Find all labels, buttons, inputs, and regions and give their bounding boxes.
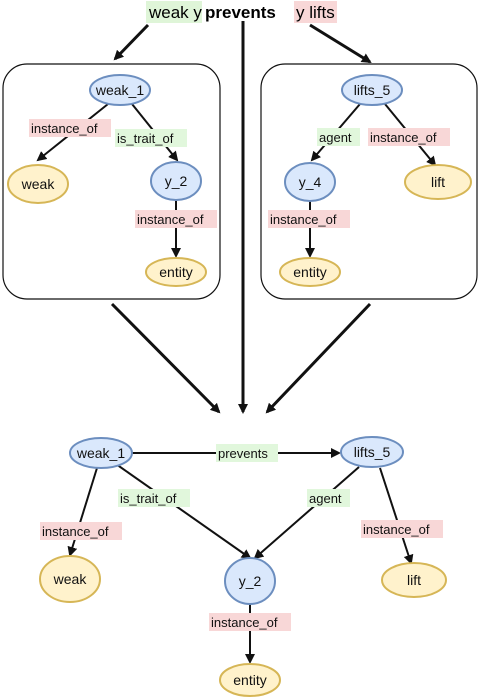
edge-label-bg: [268, 210, 350, 228]
edge-label-bg: [118, 489, 190, 507]
arrow-title-to-right-graph: [309, 23, 372, 64]
node-right-entity: [279, 257, 341, 287]
node-merged-weak1: [69, 437, 133, 469]
node-label: lift: [431, 174, 445, 190]
node-label: y_4: [299, 174, 322, 190]
edge-label-instance-of: instance_of: [137, 212, 204, 227]
title-green-highlight: [146, 1, 202, 23]
edge-label-is-trait-of: is_trait_of: [120, 491, 177, 506]
edge-label-bg: [307, 489, 350, 507]
edge-label-instance-of: instance_of: [42, 524, 109, 539]
node-right-lifts5: [341, 74, 403, 106]
node-label: lift: [407, 572, 421, 588]
node-label: entity: [159, 264, 192, 280]
edge-label-bg: [29, 119, 111, 137]
node-label: lifts_5: [354, 444, 391, 460]
node-left-weak1: [89, 74, 151, 106]
edge-label-bg: [368, 128, 450, 146]
right-graph-box: [260, 63, 478, 300]
node-label: y_2: [239, 573, 262, 589]
edge-label-bg: [135, 210, 217, 228]
title-part-y-lifts: y lifts: [296, 3, 335, 22]
node-merged-lift: [381, 562, 447, 598]
edge-label-instance-of: instance_of: [363, 522, 430, 537]
node-merged-entity: [219, 663, 281, 697]
edge-label-agent: agent: [319, 130, 352, 145]
edge-label-is-trait-of: is_trait_of: [117, 131, 174, 146]
node-label: lifts_5: [354, 82, 391, 98]
edge-label-bg: [317, 128, 360, 146]
node-right-y4: [284, 162, 336, 202]
edge-label-instance-of: instance_of: [370, 130, 437, 145]
node-merged-lifts5: [340, 436, 404, 468]
edge-label-bg: [40, 522, 122, 540]
edge-merged-weak1-to-weak: [67, 467, 98, 557]
edge-label-agent: agent: [309, 491, 342, 506]
edge-label-bg: [361, 520, 443, 538]
edge-label-bg: [115, 129, 187, 147]
edge-label-instance-of: instance_of: [270, 212, 337, 227]
arrow-title-to-left-graph: [113, 23, 150, 61]
node-merged-y2: [224, 557, 276, 605]
node-merged-weak: [39, 555, 101, 603]
edge-label-instance-of: instance_of: [31, 121, 98, 136]
node-right-lift: [404, 164, 472, 200]
edge-merged-lifts5-to-lift: [379, 467, 414, 565]
arrow-right-graph-to-merged-graph: [265, 302, 372, 414]
node-label: entity: [293, 264, 326, 280]
node-label: weak: [21, 176, 56, 192]
edge-label-instance-of: instance_of: [211, 615, 278, 630]
edge-merged-weak1-to-y2: [115, 463, 252, 560]
node-left-weak: [7, 164, 69, 204]
title: weak y prevents y lifts: [146, 1, 337, 23]
title-part-weak-y: weak y: [148, 3, 202, 22]
node-label: weak: [53, 571, 88, 587]
arrow-left-graph-to-merged-graph: [110, 302, 221, 414]
edge-label-bg: [209, 613, 291, 631]
node-left-y2: [150, 161, 202, 201]
title-red-highlight: [294, 1, 337, 23]
node-label: weak_1: [95, 82, 144, 98]
edge-label-bg: [216, 444, 278, 462]
edge-merged-lifts5-to-y2: [253, 466, 360, 560]
node-label: weak_1: [76, 445, 125, 461]
title-part-prevents: prevents: [205, 3, 276, 22]
node-label: entity: [233, 672, 266, 688]
node-label: y_2: [165, 173, 188, 189]
edge-label-prevents: prevents: [218, 446, 268, 461]
node-left-entity: [145, 257, 207, 287]
